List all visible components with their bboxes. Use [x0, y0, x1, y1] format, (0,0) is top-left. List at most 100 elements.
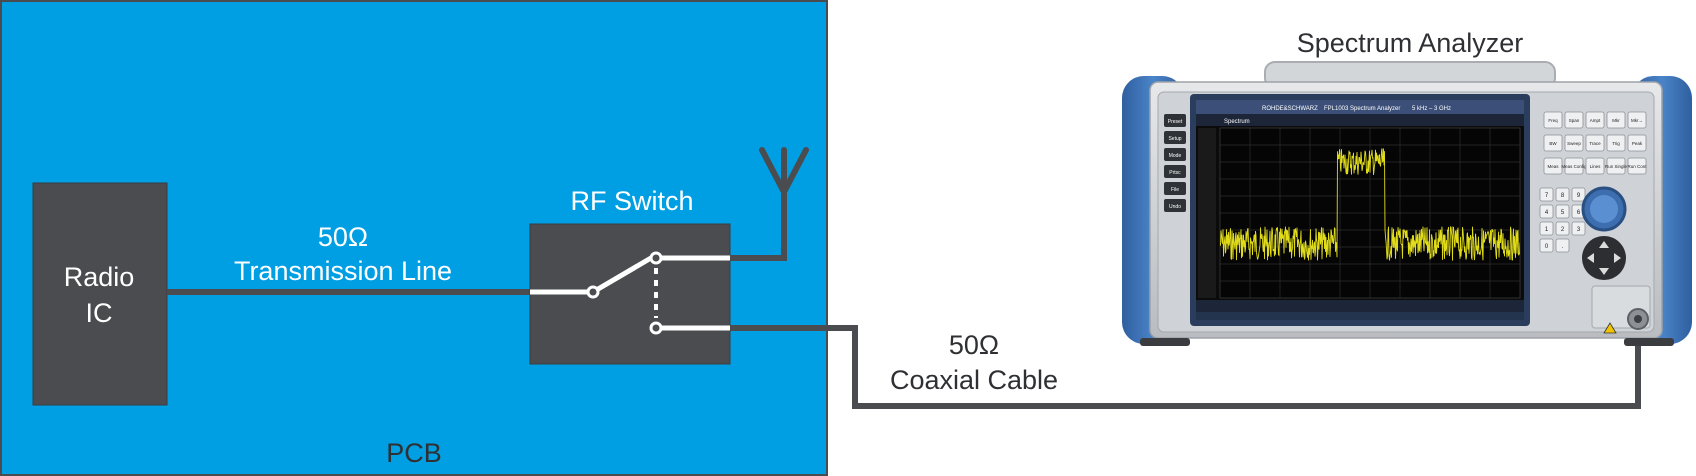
analyzer-taskbar [1196, 312, 1524, 320]
antenna-feed-line [730, 192, 787, 261]
warning-icon [1603, 322, 1617, 334]
radio-ic-block [32, 182, 168, 406]
function-key-label: Meas [1547, 164, 1559, 169]
function-key-label: Trig [1612, 141, 1620, 146]
function-key-label: BW [1549, 141, 1557, 146]
analyzer-range: 5 kHz – 3 GHz [1412, 106, 1451, 112]
function-key-label: Mkr→ [1631, 118, 1643, 123]
function-key[interactable] [1585, 134, 1605, 152]
function-key-label: Mkr [1612, 118, 1620, 123]
function-key[interactable] [1627, 111, 1647, 129]
keypad-key-label: 0 [1545, 244, 1549, 250]
function-key[interactable] [1564, 157, 1584, 175]
function-key[interactable] [1543, 157, 1563, 175]
pcb-label: PCB [386, 438, 442, 468]
coax-label-line2: Coaxial Cable [890, 365, 1058, 395]
coax-label-line1: 50Ω [949, 330, 999, 360]
keypad-key-label: 6 [1577, 210, 1581, 216]
function-key[interactable] [1627, 157, 1647, 175]
analyzer-model: FPL1003 [1324, 106, 1349, 112]
function-key[interactable] [1606, 134, 1626, 152]
side-key-preset[interactable] [1164, 114, 1186, 127]
keypad-key-label: 2 [1561, 227, 1565, 233]
analyzer-navigation-pad[interactable] [1582, 236, 1626, 280]
function-key[interactable] [1606, 111, 1626, 129]
keypad-key[interactable] [1539, 187, 1554, 202]
function-key-label: Ampt [1590, 118, 1601, 123]
transmission-line-label-line2: Transmission Line [234, 256, 452, 286]
side-key-prtsc[interactable] [1164, 165, 1186, 178]
analyzer-rotary-knob-cap [1590, 195, 1618, 223]
side-key-setup[interactable] [1164, 131, 1186, 144]
function-key[interactable] [1543, 111, 1563, 129]
radio-ic-label-line2: IC [86, 298, 113, 328]
analyzer-tab-spectrum: Spectrum [1224, 119, 1250, 125]
side-key-label: Undo [1169, 204, 1181, 210]
function-key[interactable] [1585, 111, 1605, 129]
keypad-key[interactable] [1555, 204, 1570, 219]
function-key[interactable] [1627, 134, 1647, 152]
function-key[interactable] [1585, 157, 1605, 175]
nav-right-arrow-icon [1614, 253, 1621, 263]
keypad-key-label: 5 [1561, 210, 1565, 216]
side-key-mode[interactable] [1164, 148, 1186, 161]
switch-upper-terminal [649, 251, 663, 265]
keypad-key-label: 8 [1561, 193, 1565, 199]
analyzer-mode: Spectrum Analyzer [1350, 106, 1400, 112]
nav-left-arrow-icon [1587, 253, 1594, 263]
keypad-key[interactable] [1539, 204, 1554, 219]
keypad-key[interactable] [1555, 221, 1570, 236]
keypad-key-label: 3 [1577, 227, 1581, 233]
keypad-key[interactable] [1571, 221, 1586, 236]
keypad-key[interactable] [1539, 238, 1554, 253]
function-key[interactable] [1564, 134, 1584, 152]
keypad-key[interactable] [1555, 187, 1570, 202]
function-key[interactable] [1543, 134, 1563, 152]
side-key-label: Mode [1169, 153, 1182, 159]
analyzer-foot-right [1624, 338, 1674, 346]
rf-switch-label: RF Switch [570, 186, 693, 216]
function-key-label: Lines [1590, 164, 1602, 169]
radio-ic-label-line1: Radio [64, 262, 135, 292]
keypad-key-label: 1 [1545, 227, 1549, 233]
side-key-label: Preset [1168, 119, 1183, 125]
analyzer-screen-header [1196, 100, 1524, 114]
function-key-label: Sweep [1567, 141, 1581, 146]
side-key-label: Setup [1168, 136, 1181, 142]
analyzer-screen-toolbar [1198, 128, 1216, 298]
rf-input-connector-center [1634, 315, 1642, 323]
function-key-label: Trace [1589, 141, 1601, 146]
function-key-label: Meas Config [1561, 164, 1587, 169]
analyzer-foot-left [1140, 338, 1190, 346]
keypad-key[interactable] [1539, 221, 1554, 236]
nav-down-arrow-icon [1599, 268, 1609, 275]
side-key-file[interactable] [1164, 182, 1186, 195]
side-key-label: Prtsc [1169, 170, 1181, 176]
nav-up-arrow-icon [1599, 241, 1609, 248]
keypad-key[interactable] [1555, 238, 1570, 253]
function-key-label: Span [1569, 118, 1580, 123]
function-key[interactable] [1606, 157, 1626, 175]
function-key-label: Freq [1548, 118, 1558, 123]
function-key[interactable] [1564, 111, 1584, 129]
side-key-undo[interactable] [1164, 199, 1186, 212]
analyzer-brand: ROHDE&SCHWARZ [1262, 106, 1318, 112]
antenna-icon [759, 147, 809, 197]
function-key-label: Run Cont [1627, 164, 1647, 169]
coaxial-cable [730, 325, 1641, 409]
function-key-label: Run Single [1605, 164, 1628, 169]
side-key-label: File [1171, 187, 1179, 193]
transmission-line-label-line1: 50Ω [318, 222, 368, 252]
keypad-key[interactable] [1571, 187, 1586, 202]
analyzer-tab-bar [1196, 114, 1524, 126]
analyzer-title: Spectrum Analyzer [1297, 28, 1524, 58]
switch-pivot-terminal [586, 285, 600, 299]
keypad-key-label: 9 [1577, 193, 1581, 199]
keypad-key-label: 7 [1545, 193, 1549, 199]
keypad-key-label: . [1562, 244, 1564, 250]
